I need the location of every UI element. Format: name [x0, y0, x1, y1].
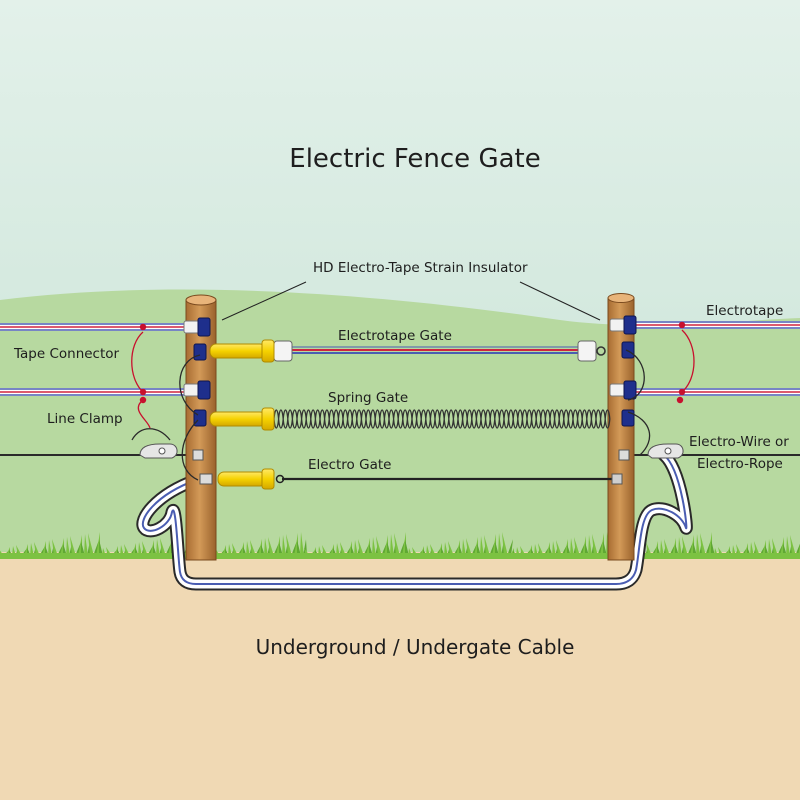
- post-insulators: [183, 315, 637, 485]
- label-electrotape-gate: Electrotape Gate: [338, 328, 452, 344]
- electrotape-gate: [209, 339, 606, 363]
- label-underground-cable: Underground / Undergate Cable: [255, 635, 575, 659]
- ground: [0, 552, 800, 800]
- feed-wires: [179, 349, 651, 481]
- tape-connector-left: [131, 331, 151, 429]
- label-electro-rope: Electro-Rope: [697, 456, 783, 472]
- left-post: [185, 294, 217, 561]
- label-electrotape: Electrotape: [706, 303, 784, 319]
- electro-gate: [217, 468, 623, 490]
- label-strain-insulator: HD Electro-Tape Strain Insulator: [313, 260, 528, 276]
- line-clamp-right: [647, 443, 684, 459]
- spring-gate: [209, 407, 611, 431]
- label-electro-gate: Electro Gate: [308, 457, 392, 473]
- electrotape-lines: [0, 321, 800, 396]
- line-clamp-left: [131, 428, 178, 459]
- underground-cable: [136, 448, 693, 591]
- diagram-title: Electric Fence Gate: [289, 144, 541, 174]
- leader-lines: [221, 281, 601, 321]
- label-line-clamp: Line Clamp: [47, 411, 123, 427]
- label-spring-gate: Spring Gate: [328, 390, 409, 406]
- label-electro-wire: Electro-Wire or: [689, 434, 789, 450]
- tape-connector-right: [681, 329, 695, 393]
- label-tape-connector: Tape Connector: [14, 346, 120, 362]
